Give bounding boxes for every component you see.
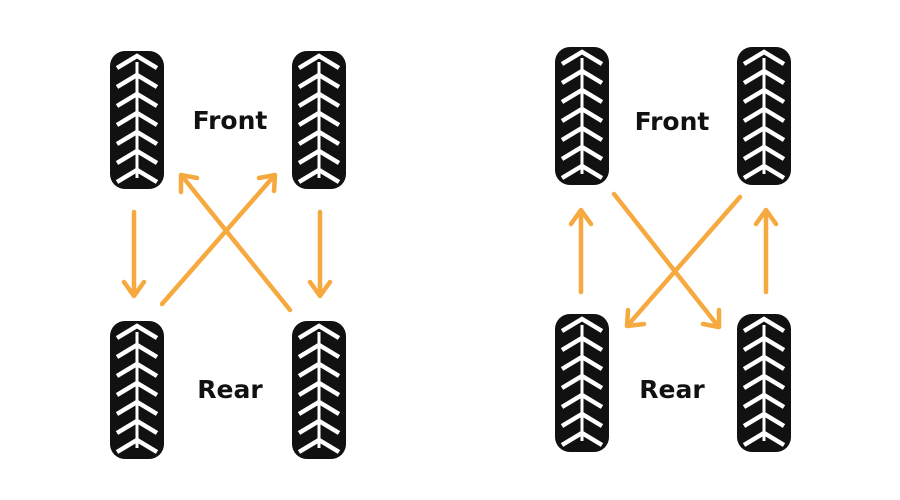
arrow-front-right-to-rear-right (307, 209, 333, 299)
tire-front-right-icon (292, 51, 346, 189)
arrow-front-left-to-rear-left (121, 209, 147, 299)
tire-front-left-icon (110, 51, 164, 189)
diagram-left: Front Rear (110, 51, 346, 459)
arrow-rear-left-to-front-right (159, 172, 278, 307)
rotation-arrows (121, 172, 333, 313)
tire-front-right-icon (737, 47, 791, 185)
front-label: Front (635, 107, 710, 136)
tire-rear-left-icon (110, 321, 164, 459)
arrow-front-left-to-rear-right (611, 191, 722, 330)
arrow-rear-right-to-front-right (753, 207, 779, 295)
rotation-arrows (568, 191, 779, 330)
rear-label: Rear (197, 375, 263, 404)
arrow-front-right-to-rear-left (624, 194, 743, 329)
tire-front-left-icon (555, 47, 609, 185)
arrow-rear-left-to-front-left (568, 207, 594, 295)
tire-rear-right-icon (737, 314, 791, 452)
arrow-rear-right-to-front-left (178, 172, 293, 313)
tire-rear-left-icon (555, 314, 609, 452)
tire-rear-right-icon (292, 321, 346, 459)
front-label: Front (193, 106, 268, 135)
diagram-right: Front Rear (555, 47, 791, 452)
rear-label: Rear (639, 375, 705, 404)
